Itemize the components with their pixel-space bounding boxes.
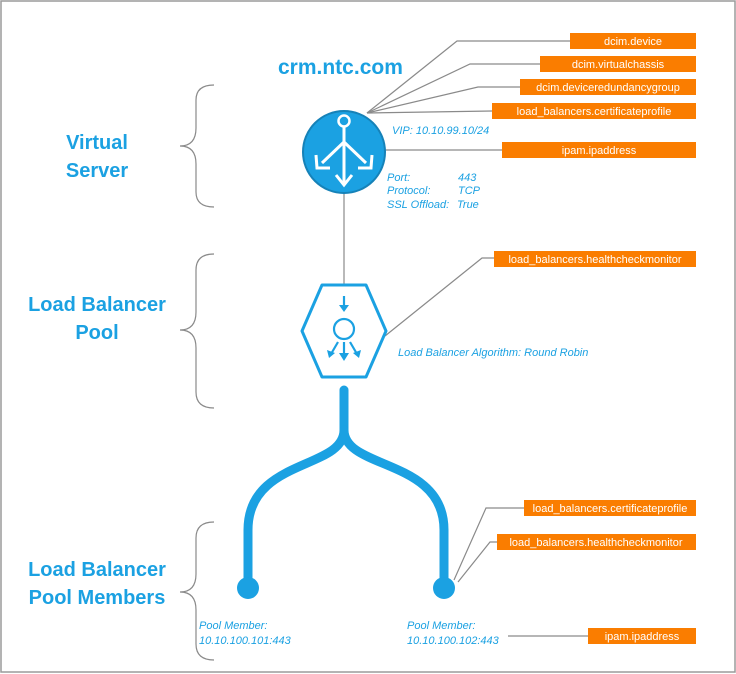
pool-hexagon-icon[interactable]	[300, 283, 388, 379]
tag-vs-ipaddress[interactable]: ipam.ipaddress	[502, 142, 696, 158]
tag-vs-certificateprofile[interactable]: load_balancers.certificateprofile	[492, 103, 696, 119]
connector-device	[366, 40, 570, 114]
connector-member-monitor	[457, 541, 497, 583]
svg-text:dcim.deviceredundancygroup: dcim.deviceredundancygroup	[536, 82, 680, 94]
pool-member-link	[243, 385, 349, 589]
connector-pool-monitor	[384, 257, 494, 337]
svg-text:load_balancers.certificateprof: load_balancers.certificateprofile	[517, 106, 672, 118]
pool-member-node[interactable]	[237, 577, 259, 599]
svg-text:ipam.ipaddress: ipam.ipaddress	[562, 145, 637, 157]
tag-dcim-virtualchassis[interactable]: dcim.virtualchassis	[540, 56, 696, 72]
connector-chassis	[366, 63, 540, 114]
tag-dcim-deviceredundancygroup[interactable]: dcim.deviceredundancygroup	[520, 79, 696, 95]
section-pool-line1: Load Balancer	[28, 294, 166, 316]
svg-text:dcim.virtualchassis: dcim.virtualchassis	[572, 59, 665, 71]
port-label: Port:	[387, 172, 410, 184]
load-balancer-icon[interactable]	[302, 110, 386, 194]
protocol-label: Protocol:	[387, 185, 430, 197]
svg-text:load_balancers.healthcheckmoni: load_balancers.healthcheckmonitor	[508, 254, 681, 266]
member-1-label: Pool Member:	[199, 620, 267, 632]
tag-dcim-device[interactable]: dcim.device	[570, 33, 696, 49]
ssl-label: SSL Offload:	[387, 199, 449, 211]
tag-member-certificateprofile[interactable]: load_balancers.certificateprofile	[524, 500, 696, 516]
protocol-value: TCP	[458, 185, 481, 197]
member-1-address: 10.10.100.101:443	[199, 635, 292, 647]
connector-cert	[366, 110, 493, 114]
svg-text:ipam.ipaddress: ipam.ipaddress	[605, 631, 680, 643]
connector-redundancy	[366, 86, 520, 114]
pool-member-link	[339, 425, 449, 589]
section-virtual-server-line1: Virtual	[66, 132, 128, 154]
svg-text:load_balancers.certificateprof: load_balancers.certificateprofile	[533, 503, 688, 515]
algorithm-text: Load Balancer Algorithm: Round Robin	[398, 347, 588, 359]
connector-member-cert	[453, 507, 524, 581]
brace-virtual-server	[179, 84, 215, 208]
brace-pool	[179, 253, 215, 409]
member-2-address: 10.10.100.102:443	[407, 635, 500, 647]
hostname: crm.ntc.com	[278, 56, 403, 79]
tag-pool-healthcheckmonitor[interactable]: load_balancers.healthcheckmonitor	[494, 251, 696, 267]
tag-member-healthcheckmonitor[interactable]: load_balancers.healthcheckmonitor	[497, 534, 696, 550]
section-pool-line2: Pool	[75, 322, 118, 344]
brace-members	[179, 521, 215, 661]
svg-text:dcim.device: dcim.device	[604, 36, 662, 48]
section-members-line2: Pool Members	[29, 587, 166, 609]
svg-text:load_balancers.healthcheckmoni: load_balancers.healthcheckmonitor	[509, 537, 682, 549]
tag-member-ipaddress[interactable]: ipam.ipaddress	[588, 628, 696, 644]
member-2-label: Pool Member:	[407, 620, 475, 632]
ssl-value: True	[457, 199, 479, 211]
port-value: 443	[458, 172, 477, 184]
vip-text: VIP: 10.10.99.10/24	[392, 125, 489, 137]
section-virtual-server-line2: Server	[66, 160, 128, 182]
section-members-line1: Load Balancer	[28, 559, 166, 581]
pool-member-node[interactable]	[433, 577, 455, 599]
